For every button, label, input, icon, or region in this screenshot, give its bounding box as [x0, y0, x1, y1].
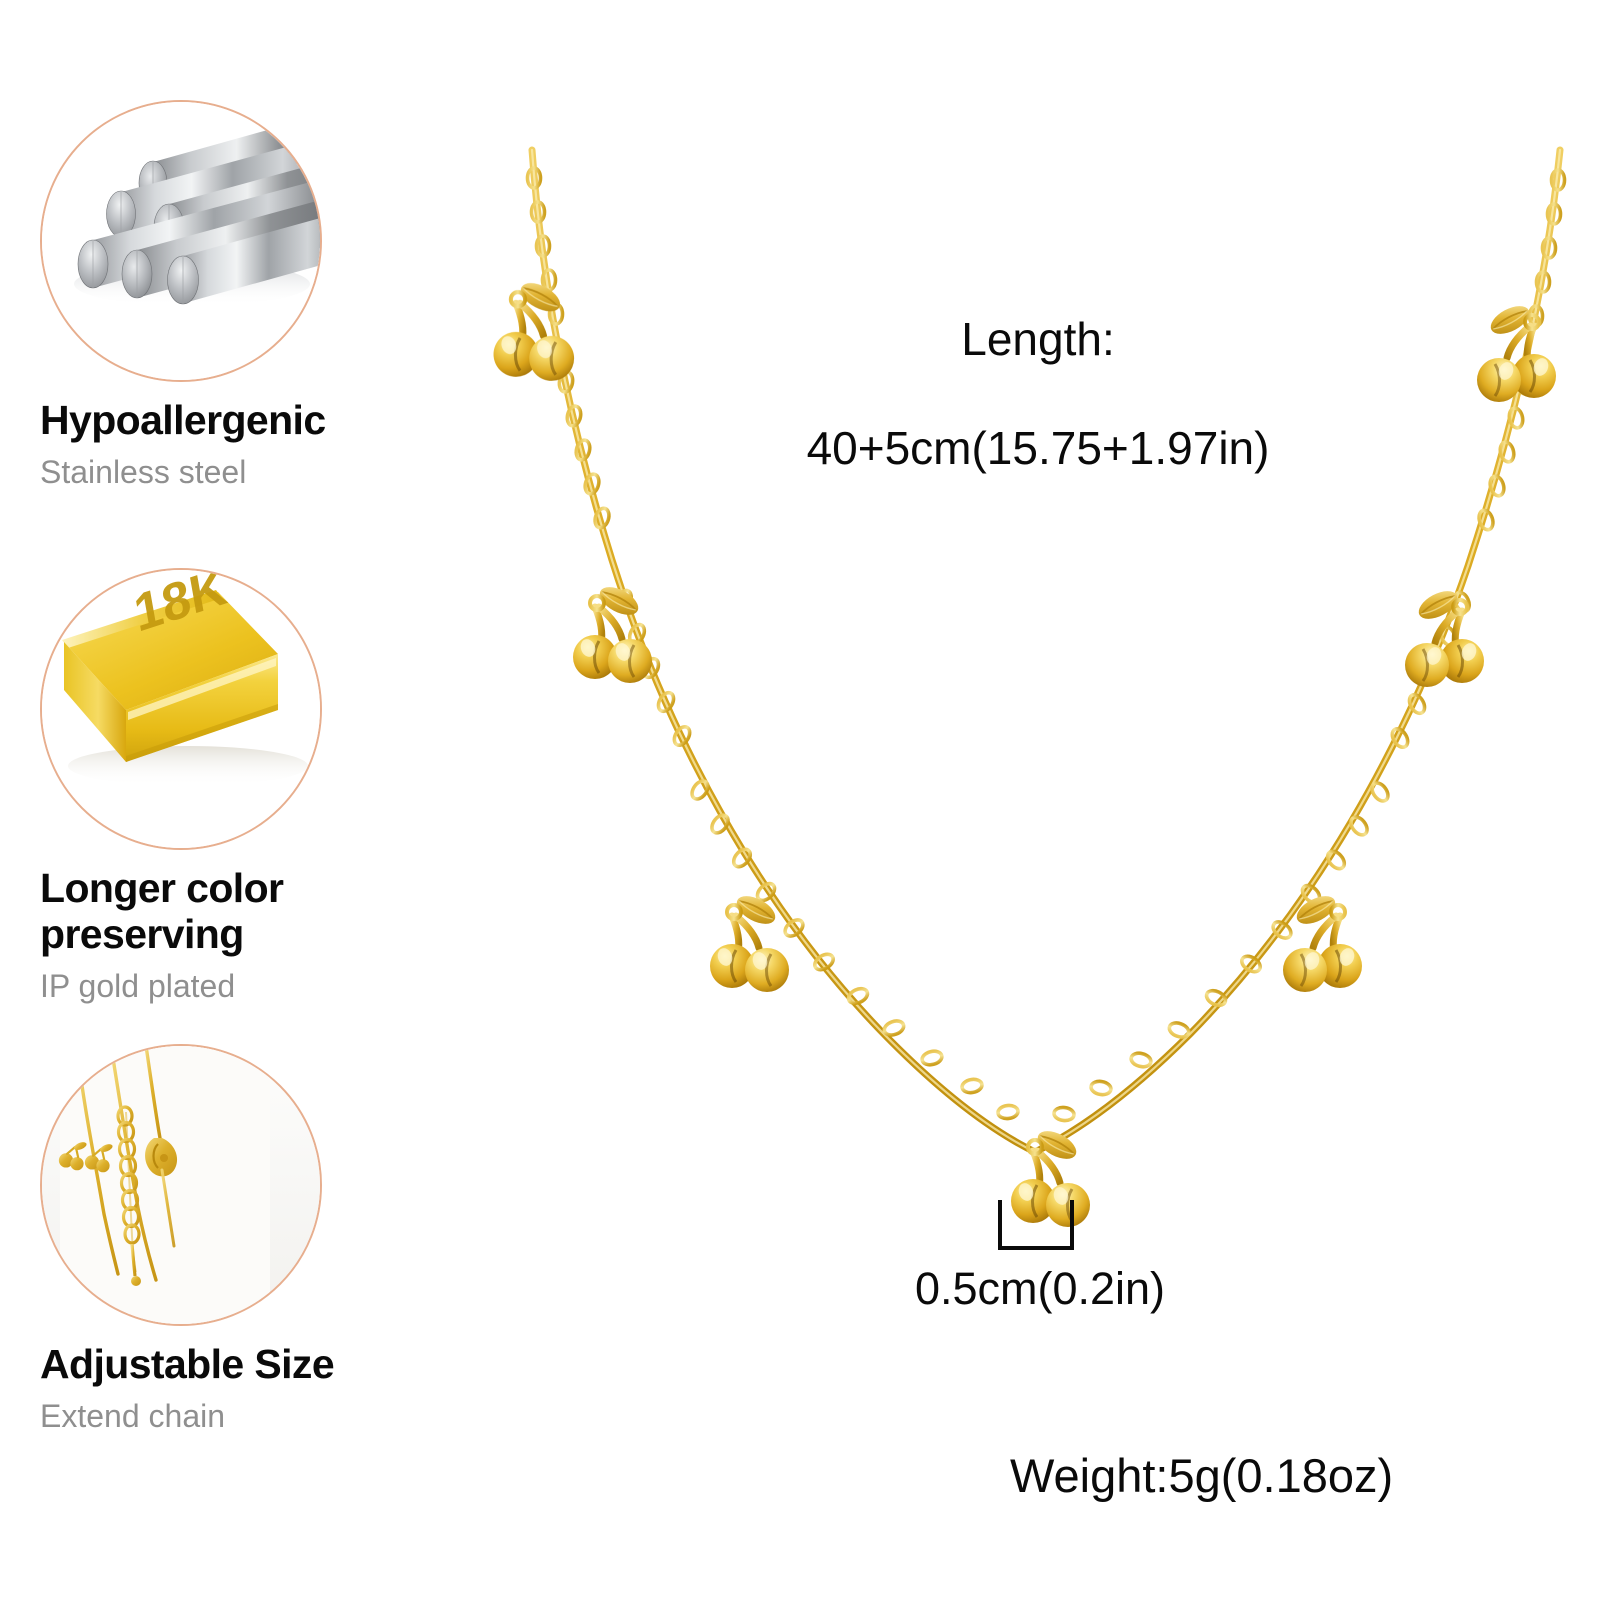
gold-bar-icon: 18K: [42, 570, 320, 848]
feature-subtitle: Stainless steel: [40, 453, 247, 490]
charm-size-annotation: 0.5cm(0.2in): [914, 1263, 1166, 1314]
extender-chain-icon: [42, 1046, 320, 1324]
charm-3: [710, 890, 789, 992]
charm-6: [1405, 585, 1484, 687]
charm-4-center: [1011, 1125, 1090, 1227]
charm-size-bracket: [998, 1200, 1074, 1250]
feature-block-hypoallergenic: Hypoallergenic Stainless steel: [40, 100, 460, 491]
feature-image-circle: [40, 100, 322, 382]
weight-annotation: Weight:5g(0.18oz): [1010, 1449, 1394, 1502]
feature-image-circle: [40, 1044, 322, 1326]
feature-title: Adjustable Size: [40, 1341, 335, 1387]
feature-title: Hypoallergenic: [40, 397, 326, 443]
feature-image-circle: 18K: [40, 568, 322, 850]
length-annotation: Length: 40+5cm(15.75+1.97in): [728, 258, 1348, 529]
feature-block-color-preserving: 18K Longer color preserving IP gold plat…: [40, 568, 460, 1005]
feature-block-adjustable-size: Adjustable Size Extend chain: [40, 1044, 460, 1435]
extender-links: [116, 1105, 141, 1286]
length-value: 40+5cm(15.75+1.97in): [806, 421, 1270, 474]
lobster-clasp: [145, 1138, 178, 1177]
stainless-steel-rods-icon: [42, 102, 320, 380]
charm-7: [1477, 300, 1556, 402]
charm-1: [494, 277, 575, 381]
charm-2: [573, 581, 652, 683]
length-label: Length:: [961, 313, 1115, 366]
feature-subtitle: IP gold plated: [40, 967, 236, 1004]
feature-subtitle: Extend chain: [40, 1397, 226, 1434]
feature-title: Longer color preserving: [40, 865, 284, 957]
charm-5: [1283, 890, 1362, 992]
